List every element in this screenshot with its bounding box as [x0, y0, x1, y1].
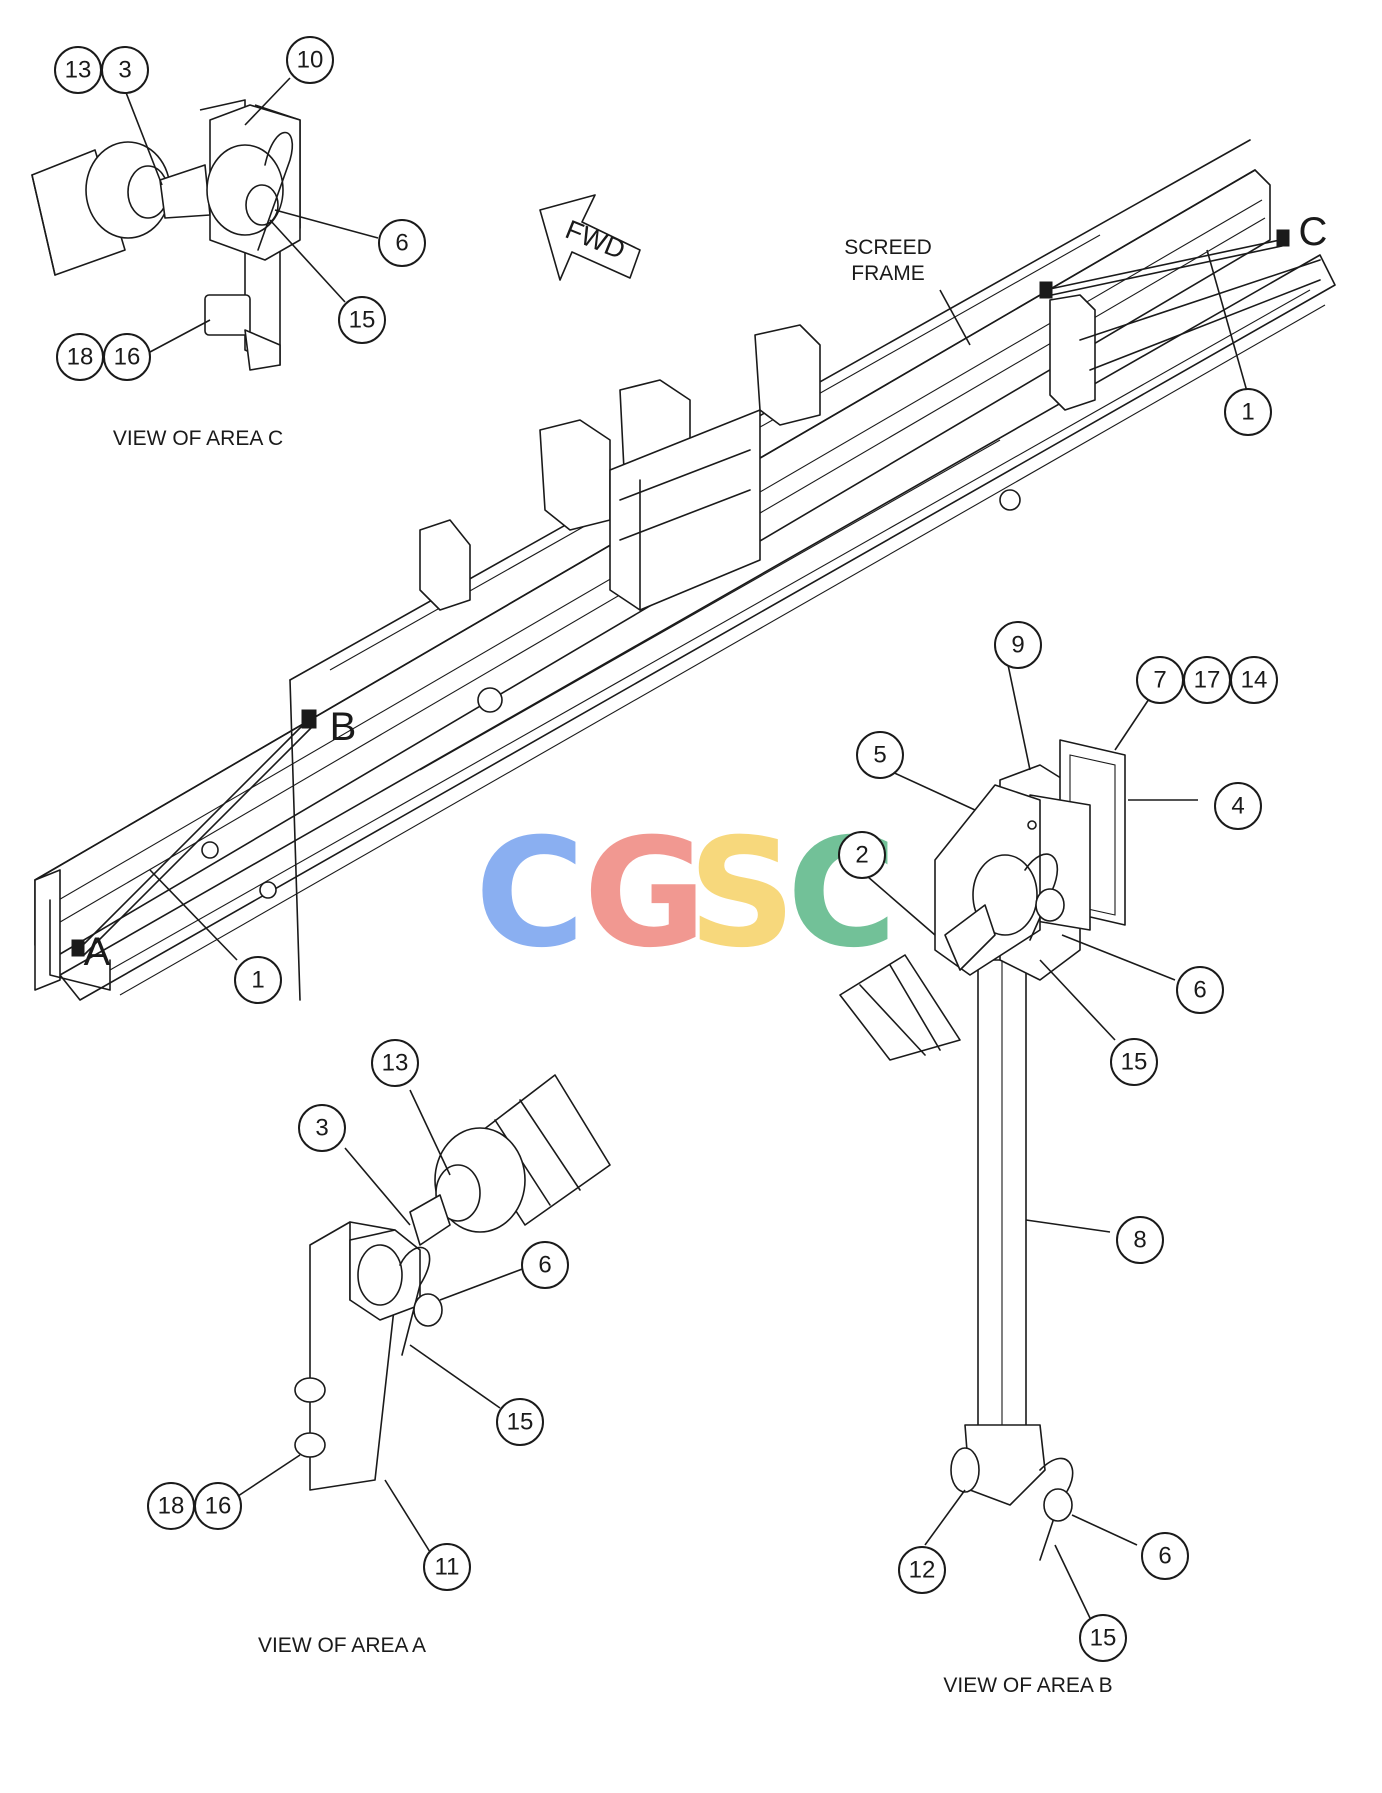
callout-4-area-b: 4: [1214, 782, 1262, 830]
svg-text:15: 15: [349, 307, 376, 334]
screed-frame-drawing: [34, 139, 1336, 1001]
area-letter-c: C: [1299, 210, 1328, 254]
watermark-letter-g: G: [583, 807, 706, 981]
callout-12-area-b: 12: [898, 1546, 946, 1594]
svg-text:1: 1: [251, 967, 264, 994]
callout-15-area-c: 15: [338, 296, 386, 344]
watermark-logo: C G S C: [475, 807, 897, 981]
callout-6-area-c: 6: [378, 219, 426, 267]
svg-text:9: 9: [1011, 632, 1024, 659]
svg-text:5: 5: [873, 742, 886, 769]
screed-frame-label-line-1: SCREED: [844, 236, 932, 259]
callout-18-area-a: 18: [147, 1482, 195, 1530]
callout-16-area-c: 16: [103, 333, 151, 381]
view-area-c-drawing: [31, 99, 301, 371]
callout-10-area-c: 10: [286, 36, 334, 84]
svg-text:4: 4: [1231, 793, 1244, 820]
forward-arrow-icon: FWD: [539, 194, 641, 281]
watermark-letter-c2: C: [787, 807, 897, 981]
svg-text:18: 18: [158, 1493, 185, 1520]
callout-16-area-a: 16: [194, 1482, 242, 1530]
callout-13-area-c: 13: [54, 46, 102, 94]
svg-text:15: 15: [1090, 1625, 1117, 1652]
caption-area-a: VIEW OF AREA A: [258, 1634, 426, 1657]
svg-text:13: 13: [382, 1050, 409, 1077]
caption-area-c: VIEW OF AREA C: [113, 427, 283, 450]
callout-1-left: 1: [234, 956, 282, 1004]
svg-text:6: 6: [1193, 977, 1206, 1004]
caption-area-b: VIEW OF AREA B: [943, 1674, 1112, 1697]
callout-15-area-b: 15: [1110, 1038, 1158, 1086]
svg-text:3: 3: [118, 57, 131, 84]
watermark-letter-c1: C: [475, 807, 585, 981]
svg-text:1: 1: [1241, 399, 1254, 426]
callout-1-right: 1: [1224, 388, 1272, 436]
callout-15-area-a: 15: [496, 1398, 544, 1446]
screed-frame-label-line-2: FRAME: [851, 262, 925, 285]
callout-3-area-c: 3: [101, 46, 149, 94]
callout-9-area-b: 9: [994, 621, 1042, 669]
view-area-b-drawing: [839, 739, 1126, 1561]
callout-11-area-a: 11: [423, 1543, 471, 1591]
callout-3-area-a: 3: [298, 1104, 346, 1152]
svg-text:15: 15: [507, 1409, 534, 1436]
callout-6-area-b: 6: [1176, 966, 1224, 1014]
svg-text:6: 6: [1158, 1543, 1171, 1570]
svg-text:10: 10: [297, 47, 324, 74]
callout-6-area-a: 6: [521, 1241, 569, 1289]
view-area-a-drawing: [294, 1074, 611, 1491]
svg-text:16: 16: [205, 1493, 232, 1520]
svg-text:15: 15: [1121, 1049, 1148, 1076]
svg-text:2: 2: [855, 842, 868, 869]
svg-text:18: 18: [67, 344, 94, 371]
svg-text:12: 12: [909, 1557, 936, 1584]
svg-text:6: 6: [395, 230, 408, 257]
svg-text:13: 13: [65, 57, 92, 84]
svg-text:16: 16: [114, 344, 141, 371]
svg-text:14: 14: [1241, 667, 1268, 694]
svg-text:3: 3: [315, 1115, 328, 1142]
svg-text:6: 6: [538, 1252, 551, 1279]
svg-text:11: 11: [435, 1554, 460, 1581]
callout-2-area-b: 2: [838, 831, 886, 879]
area-letter-a: A: [84, 930, 111, 974]
callout-5-area-b: 5: [856, 731, 904, 779]
watermark-letter-s: S: [688, 807, 796, 981]
svg-text:7: 7: [1153, 667, 1166, 694]
callout-15-low-area-b: 15: [1079, 1614, 1127, 1662]
svg-text:8: 8: [1133, 1227, 1146, 1254]
callout-7-area-b: 7: [1136, 656, 1184, 704]
callout-17-area-b: 17: [1183, 656, 1231, 704]
svg-text:17: 17: [1194, 667, 1221, 694]
callout-bubbles: 13 3 10 6 15 18 16 1 1 9 7 17 14 5 4 2 6…: [54, 36, 1278, 1662]
area-letter-b: B: [330, 705, 357, 749]
callout-6-low-area-b: 6: [1141, 1532, 1189, 1580]
callout-8-area-b: 8: [1116, 1216, 1164, 1264]
callout-13-area-a: 13: [371, 1039, 419, 1087]
callout-18-area-c: 18: [56, 333, 104, 381]
callout-14-area-b: 14: [1230, 656, 1278, 704]
